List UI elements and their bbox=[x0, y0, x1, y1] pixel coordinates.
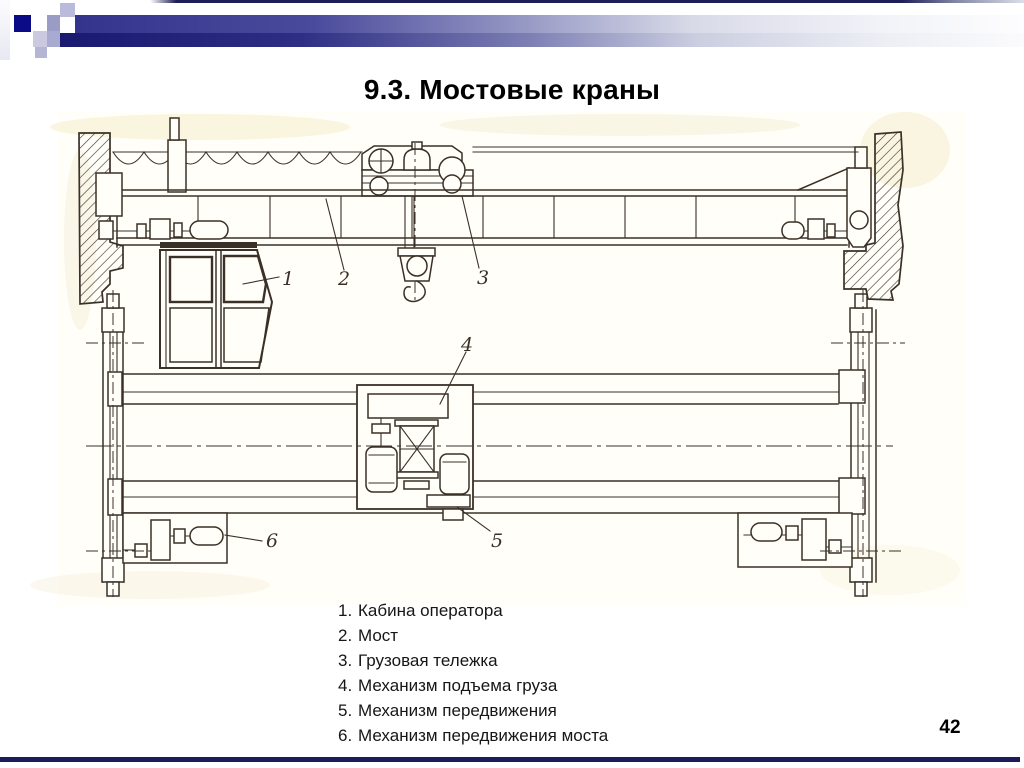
hoist-motor bbox=[365, 446, 398, 493]
hoist-mechanism bbox=[367, 393, 449, 419]
accent-square-navy bbox=[14, 15, 31, 32]
cabin-window-right bbox=[222, 254, 268, 304]
header-bar-lower bbox=[60, 33, 1024, 47]
legend-item-label: Мост bbox=[358, 626, 399, 645]
legend-item-label: Механизм передвижения моста bbox=[358, 726, 609, 745]
crane-plan-view: 4 5 6 bbox=[86, 290, 905, 597]
legend-item-number: 1. bbox=[338, 601, 353, 620]
center-lines bbox=[86, 290, 905, 597]
legend-item-label: Механизм передвижения bbox=[358, 701, 557, 720]
legend-item-label: Грузовая тележка bbox=[358, 651, 498, 670]
callout-5: 5 bbox=[491, 530, 503, 552]
festoon-cable bbox=[112, 150, 363, 165]
bridge-travel-drive-right bbox=[737, 512, 853, 568]
legend-item-number: 3. bbox=[338, 651, 353, 670]
operator-cabin bbox=[159, 242, 274, 369]
bridge-drive-right bbox=[472, 146, 872, 248]
top-rule-line bbox=[150, 0, 1024, 3]
accent-square-3 bbox=[33, 31, 47, 47]
trolley-plan bbox=[356, 384, 474, 521]
plan-view-callouts: 4 5 6 bbox=[224, 334, 503, 552]
accent-square-1 bbox=[60, 3, 75, 17]
end-post-left bbox=[167, 117, 187, 193]
girder-upper bbox=[107, 369, 866, 407]
accent-square-5 bbox=[35, 47, 47, 58]
legend-item: 3. Грузовая тележка bbox=[338, 648, 608, 673]
legend-item: 6. Механизм передвижения моста bbox=[338, 723, 608, 748]
footer-rule-line bbox=[0, 757, 1020, 762]
cabin-window-left bbox=[168, 255, 214, 304]
girder-lower bbox=[107, 477, 866, 516]
callout-4: 4 bbox=[460, 334, 473, 356]
accent-square-4 bbox=[47, 31, 60, 47]
page-title: 9.3. Мостовые краны bbox=[363, 74, 661, 105]
legend-item: 1. Кабина оператора bbox=[338, 598, 608, 623]
travel-motor bbox=[439, 453, 470, 495]
accent-square-2 bbox=[47, 15, 60, 31]
legend: 1. Кабина оператора 2. Мост 3. Грузовая тел… bbox=[338, 598, 608, 748]
end-truck-wheel bbox=[849, 210, 869, 230]
legend-item-number: 6. bbox=[338, 726, 353, 745]
legend-item-number: 2. bbox=[338, 626, 353, 645]
trolley-wheel-left bbox=[369, 176, 389, 196]
page-number: 42 bbox=[939, 717, 961, 738]
callout-2: 2 bbox=[337, 268, 350, 290]
crane-side-view: 1 2 3 bbox=[78, 117, 904, 369]
bridge-travel-drive-left bbox=[122, 512, 228, 564]
callout-1: 1 bbox=[282, 268, 294, 290]
legend-item: 5. Механизм передвижения bbox=[338, 698, 608, 723]
end-wheel-housing bbox=[846, 167, 872, 248]
bridge-drive-left bbox=[95, 172, 229, 240]
left-edge-shading bbox=[0, 0, 10, 60]
wall-right bbox=[843, 131, 904, 301]
legend-item-number: 4. bbox=[338, 676, 353, 695]
legend-item: 4. Механизм подъема груза bbox=[338, 673, 608, 698]
callout-6: 6 bbox=[266, 530, 278, 552]
header-bar-upper bbox=[75, 15, 1024, 33]
legend-item: 2. Мост bbox=[338, 623, 608, 648]
side-view-callouts: 1 2 3 bbox=[242, 195, 489, 290]
legend-item-number: 5. bbox=[338, 701, 353, 720]
trolley bbox=[361, 141, 474, 197]
callout-3: 3 bbox=[477, 267, 489, 289]
hook-block bbox=[397, 143, 436, 303]
trolley-travel-drive bbox=[442, 508, 464, 521]
legend-item-label: Механизм подъема груза bbox=[358, 676, 558, 695]
legend-item-label: Кабина оператора bbox=[358, 601, 503, 620]
hoist-bell bbox=[403, 148, 431, 171]
hook-icon bbox=[403, 279, 426, 303]
